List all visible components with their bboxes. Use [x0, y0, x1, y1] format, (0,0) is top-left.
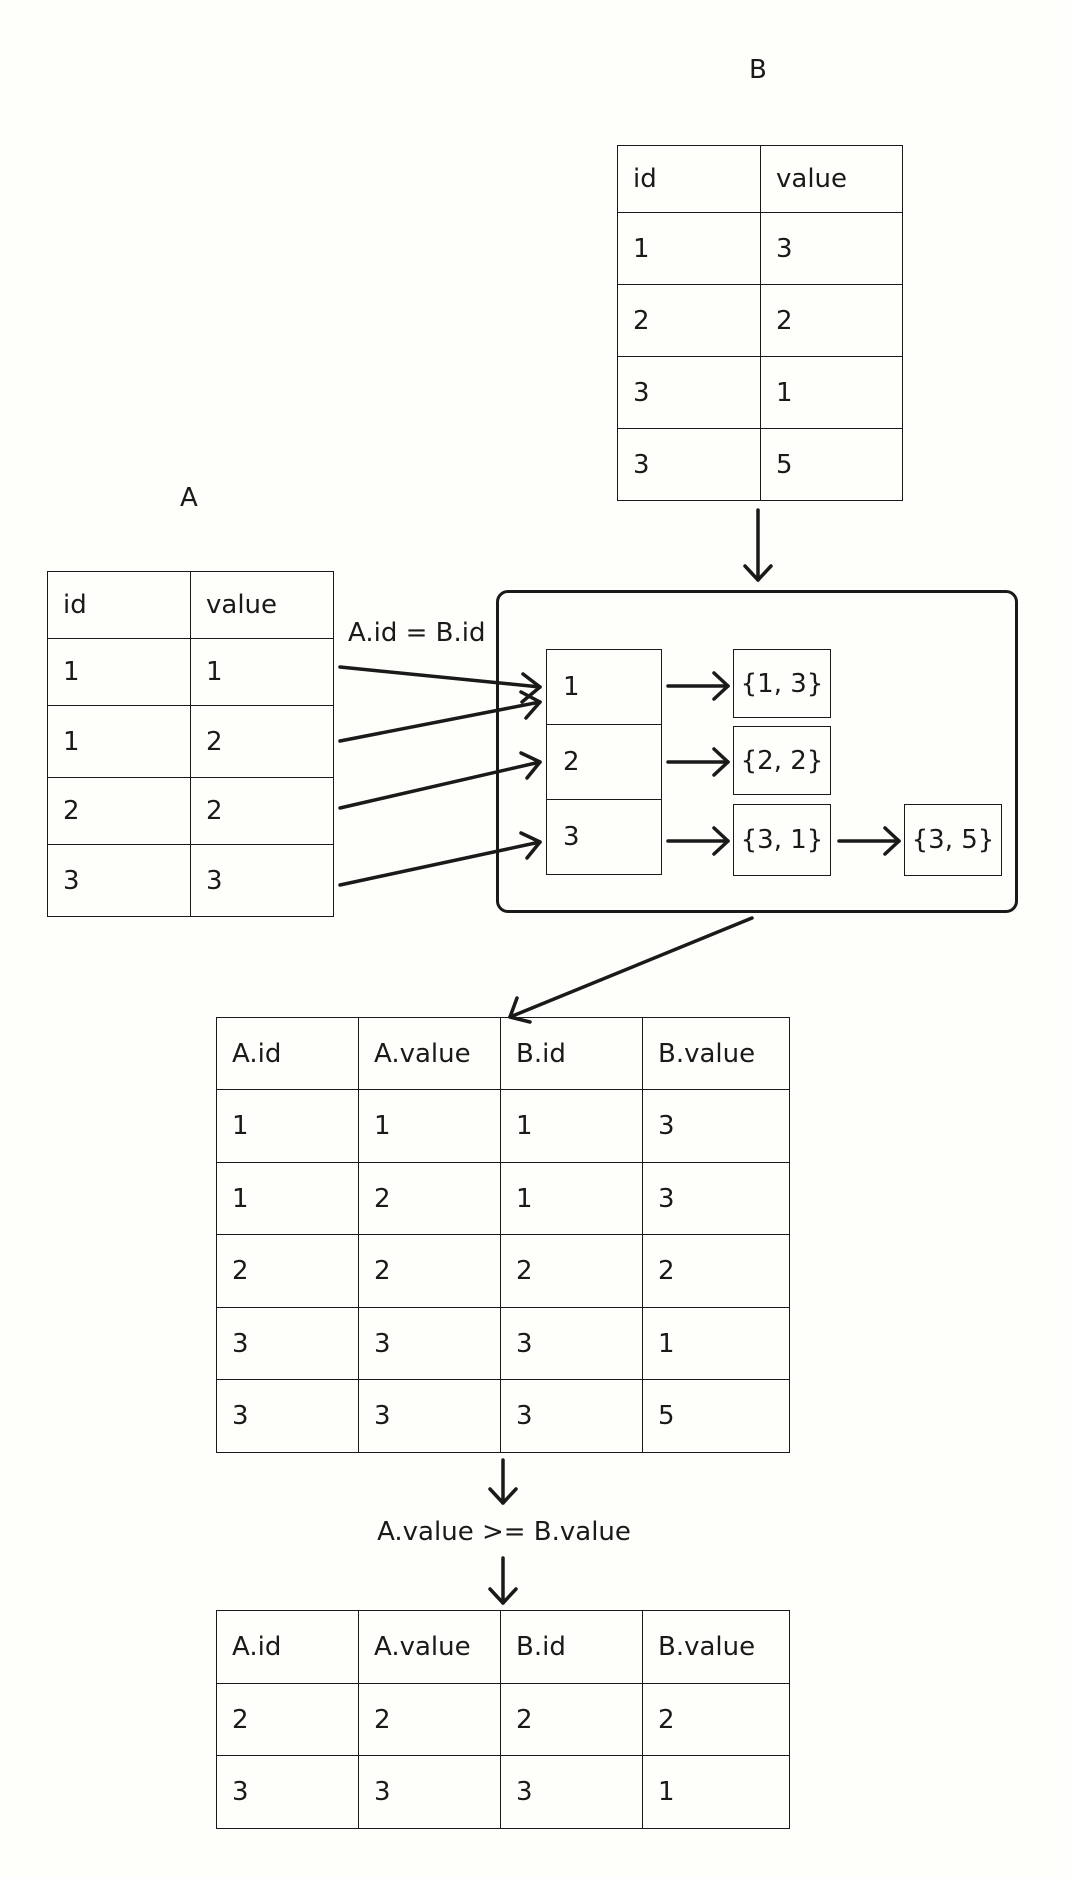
table-header-row: id value: [47, 571, 334, 639]
filter-condition-label: A.value >= B.value: [377, 1517, 631, 1547]
table-row: 3 3 3 1: [216, 1307, 790, 1380]
header-cell: B.value: [642, 1610, 790, 1684]
bucket-entry: {2, 2}: [733, 726, 831, 795]
header-cell: A.id: [216, 1610, 359, 1684]
table-cell: 5: [760, 428, 903, 501]
header-cell: id: [617, 145, 761, 213]
table-cell: 3: [47, 844, 191, 917]
arrow-right-icon: [338, 831, 542, 887]
header-cell: B.value: [642, 1017, 790, 1090]
header-cell: A.id: [216, 1017, 359, 1090]
arrow-diagonal-icon: [508, 916, 754, 1024]
table-cell: 2: [358, 1234, 501, 1308]
table-cell: 2: [216, 1683, 359, 1756]
bucket-entry: {3, 1}: [733, 804, 831, 876]
arrow-right-icon: [338, 751, 542, 810]
arrow-down-icon: [488, 1556, 518, 1605]
table-cell: 2: [642, 1234, 790, 1308]
joined-table: A.id A.value B.id B.value 1 1 1 3 1 2 1 …: [216, 1017, 790, 1453]
table-a-title: A: [180, 483, 198, 513]
table-row: 2 2: [47, 777, 334, 845]
table-header-row: A.id A.value B.id B.value: [216, 1610, 790, 1684]
header-cell: value: [760, 145, 903, 213]
table-cell: 1: [47, 705, 191, 778]
hash-table-container: [496, 590, 1018, 913]
arrow-down-icon: [488, 1458, 518, 1505]
arrow-right-icon: [666, 826, 730, 856]
result-table: A.id A.value B.id B.value 2 2 2 2 3 3 3 …: [216, 1610, 790, 1829]
table-cell: 1: [47, 638, 191, 706]
header-cell: B.id: [500, 1017, 643, 1090]
arrow-right-icon: [666, 747, 730, 777]
table-row: 2 2: [617, 284, 903, 357]
table-row: 2 2 2 2: [216, 1683, 790, 1756]
header-cell: A.value: [358, 1017, 501, 1090]
table-cell: 2: [500, 1683, 643, 1756]
table-cell: 1: [500, 1162, 643, 1235]
table-cell: 3: [358, 1307, 501, 1380]
table-cell: 1: [617, 212, 761, 285]
table-row: 2 2 2 2: [216, 1234, 790, 1308]
table-b-title: B: [749, 55, 767, 85]
table-row: 3 3: [47, 844, 334, 917]
table-cell: 3: [500, 1307, 643, 1380]
table-cell: 3: [617, 428, 761, 501]
table-row: 3 3 3 1: [216, 1755, 790, 1829]
table-cell: 2: [358, 1683, 501, 1756]
bucket-entry: {1, 3}: [733, 649, 831, 718]
table-cell: 3: [358, 1379, 501, 1453]
bucket-entry-label: {1, 3}: [740, 668, 824, 699]
join-condition-label: A.id = B.id: [348, 618, 486, 648]
table-cell: 3: [358, 1755, 501, 1829]
bucket-entry-label: {3, 1}: [740, 825, 824, 855]
table-cell: 3: [216, 1307, 359, 1380]
table-row: 1 2: [47, 705, 334, 778]
table-row: 3 1: [617, 356, 903, 429]
table-b: id value 1 3 2 2 3 1 3 5: [617, 145, 903, 501]
hash-key-label: 1: [563, 672, 580, 702]
header-cell: id: [47, 571, 191, 639]
arrow-right-icon: [837, 826, 901, 856]
header-cell: B.id: [500, 1610, 643, 1684]
table-row: 3 5: [617, 428, 903, 501]
table-cell: 3: [642, 1162, 790, 1235]
table-cell: 3: [216, 1755, 359, 1829]
table-cell: 1: [190, 638, 334, 706]
table-cell: 2: [642, 1683, 790, 1756]
table-cell: 1: [216, 1162, 359, 1235]
table-cell: 3: [500, 1379, 643, 1453]
bucket-entry-label: {2, 2}: [740, 745, 824, 776]
table-cell: 2: [617, 284, 761, 357]
arrow-right-icon: [338, 690, 542, 743]
table-cell: 2: [190, 705, 334, 778]
table-header-row: id value: [617, 145, 903, 213]
table-cell: 3: [216, 1379, 359, 1453]
table-cell: 5: [642, 1379, 790, 1453]
arrow-right-icon: [666, 671, 730, 701]
header-cell: A.value: [358, 1610, 501, 1684]
table-cell: 3: [617, 356, 761, 429]
table-cell: 1: [642, 1755, 790, 1829]
bucket-entry-label: {3, 5}: [911, 825, 995, 855]
table-row: 3 3 3 5: [216, 1379, 790, 1453]
arrow-right-icon: [338, 665, 542, 704]
table-cell: 3: [500, 1755, 643, 1829]
hash-key-label: 3: [563, 822, 580, 852]
table-cell: 1: [358, 1089, 501, 1163]
arrow-down-icon: [743, 508, 773, 582]
table-cell: 3: [190, 844, 334, 917]
table-row: 1 2 1 3: [216, 1162, 790, 1235]
header-cell: value: [190, 571, 334, 639]
bucket-entry: {3, 5}: [904, 804, 1002, 876]
table-a: id value 1 1 1 2 2 2 3 3: [47, 571, 334, 917]
hash-key-label: 2: [563, 747, 580, 777]
hash-key-cell: 3: [546, 799, 662, 875]
table-cell: 2: [216, 1234, 359, 1308]
table-row: 1 1: [47, 638, 334, 706]
table-header-row: A.id A.value B.id B.value: [216, 1017, 790, 1090]
table-cell: 2: [760, 284, 903, 357]
